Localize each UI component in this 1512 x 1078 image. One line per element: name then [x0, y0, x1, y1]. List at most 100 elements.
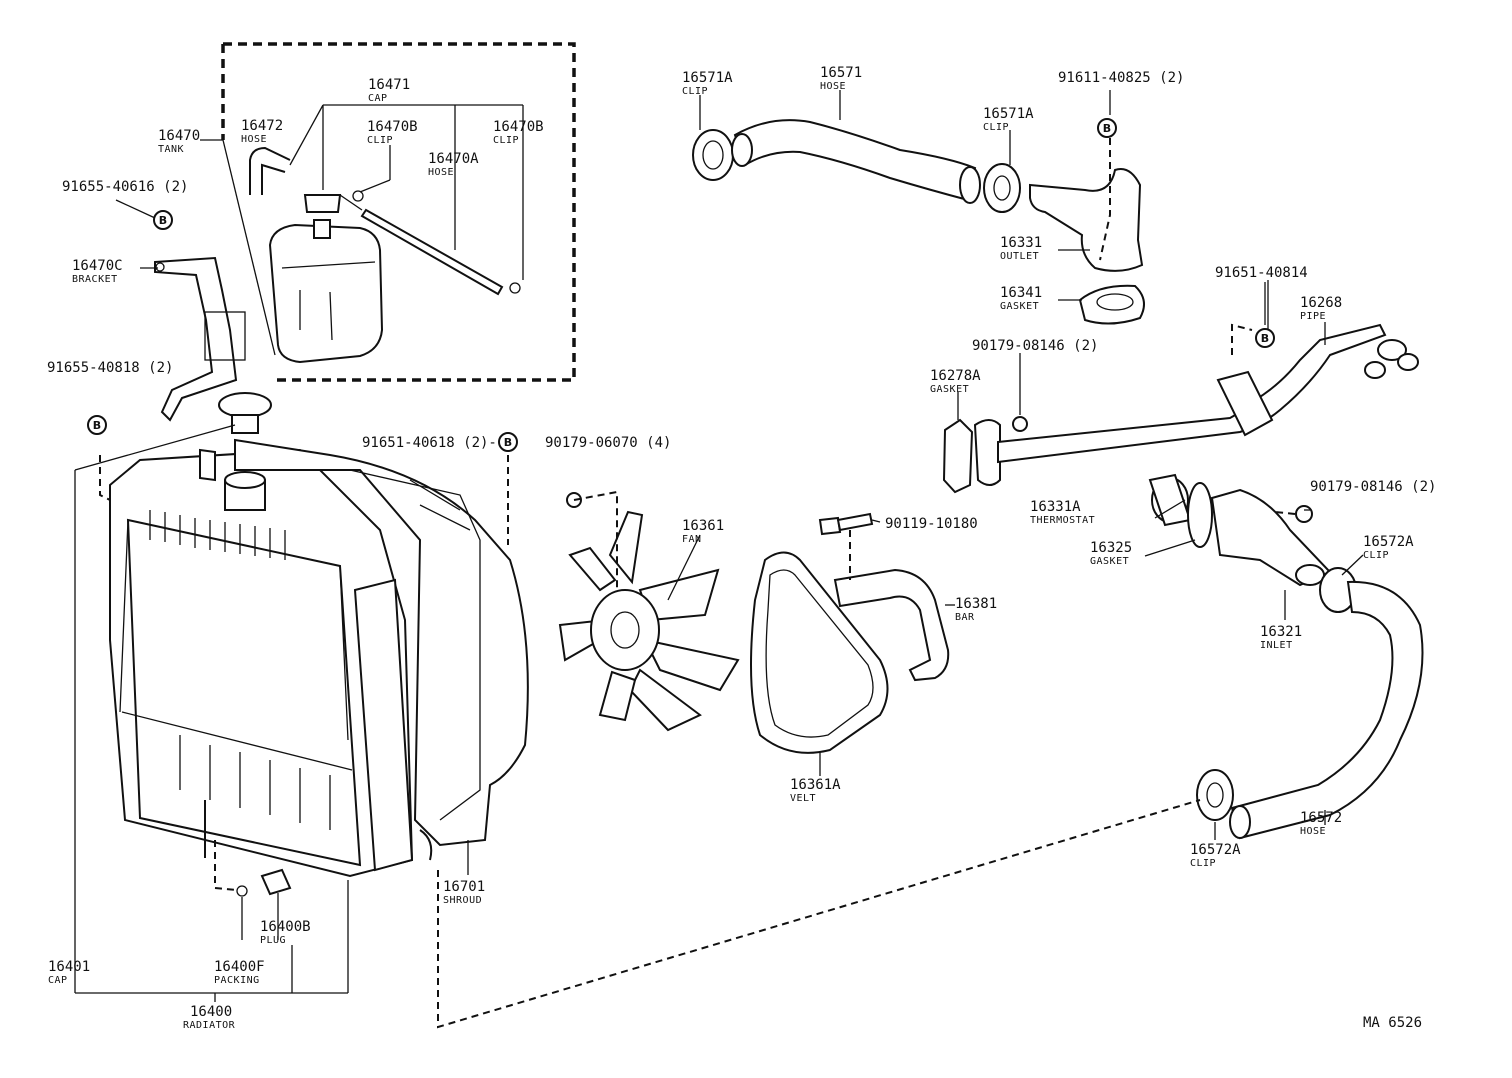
- svg-text:16470C: 16470C: [72, 258, 123, 274]
- svg-text:16400F: 16400F: [214, 959, 265, 975]
- fastener-90179-06070: 90179-06070 (4): [545, 435, 671, 451]
- water-pipe-group: [942, 323, 1419, 523]
- svg-text:PACKING: PACKING: [214, 975, 260, 986]
- svg-text:CLIP: CLIP: [1190, 858, 1216, 869]
- svg-text:16572A: 16572A: [1363, 534, 1414, 550]
- svg-text:HOSE: HOSE: [241, 134, 267, 145]
- svg-text:16400: 16400: [190, 1004, 232, 1020]
- svg-text:SHROUD: SHROUD: [443, 895, 482, 906]
- svg-text:16572: 16572: [1300, 810, 1342, 826]
- svg-text:CLIP: CLIP: [367, 135, 393, 146]
- svg-text:16341: 16341: [1000, 285, 1042, 301]
- v-belt: [750, 551, 889, 754]
- radiator-cap: [218, 392, 272, 434]
- fastener-91655-40616: 91655-40616 (2): [62, 179, 188, 195]
- svg-text:THERMOSTAT: THERMOSTAT: [1030, 515, 1095, 526]
- svg-text:16361A: 16361A: [790, 777, 841, 793]
- svg-text:16401: 16401: [48, 959, 90, 975]
- svg-text:B: B: [93, 419, 101, 432]
- svg-text:16470B: 16470B: [367, 119, 418, 135]
- svg-text:16325: 16325: [1090, 540, 1132, 556]
- svg-text:B: B: [504, 436, 512, 449]
- svg-text:CLIP: CLIP: [1363, 550, 1389, 561]
- b-marker: B: [1255, 328, 1275, 348]
- svg-text:16381: 16381: [955, 596, 997, 612]
- upper-hose-group: [692, 119, 1145, 325]
- svg-text:HOSE: HOSE: [820, 81, 846, 92]
- svg-text:16471: 16471: [368, 77, 410, 93]
- svg-text:RADIATOR: RADIATOR: [183, 1020, 236, 1031]
- svg-text:TANK: TANK: [158, 144, 184, 155]
- radiator: [109, 448, 433, 878]
- diagram-code: MA 6526: [1363, 1015, 1422, 1031]
- fastener-labels: 91655-40616 (2) 91655-40818 (2) 91651-40…: [47, 70, 1436, 532]
- tank-bracket: [154, 256, 246, 422]
- svg-text:CLIP: CLIP: [983, 122, 1009, 133]
- cooling-fan: [558, 492, 740, 732]
- b-marker: B: [153, 210, 173, 230]
- b-marker: B: [498, 432, 518, 452]
- fastener-91651-40618: 91651-40618 (2)-: [362, 435, 497, 451]
- svg-text:CLIP: CLIP: [682, 86, 708, 97]
- svg-text:16321: 16321: [1260, 624, 1302, 640]
- svg-text:16572A: 16572A: [1190, 842, 1241, 858]
- adjusting-bar: [818, 512, 950, 682]
- fastener-91611-40825: 91611-40825 (2): [1058, 70, 1184, 86]
- fastener-90179-08146-lower: 90179-08146 (2): [1310, 479, 1436, 495]
- svg-text:16278A: 16278A: [930, 368, 981, 384]
- reserve-tank-group: [221, 42, 576, 382]
- svg-text:16470: 16470: [158, 128, 200, 144]
- svg-text:16470B: 16470B: [493, 119, 544, 135]
- svg-text:BAR: BAR: [955, 612, 975, 623]
- fastener-90119-10180: 90119-10180: [885, 516, 978, 532]
- b-markers: B B B B B: [87, 118, 1275, 452]
- svg-text:OUTLET: OUTLET: [1000, 251, 1039, 262]
- svg-text:PLUG: PLUG: [260, 935, 286, 946]
- svg-text:HOSE: HOSE: [1300, 826, 1326, 837]
- fastener-90179-08146-upper: 90179-08146 (2): [972, 338, 1098, 354]
- fastener-91651-40814: 91651-40814: [1215, 265, 1308, 281]
- reserve-tank: [268, 223, 384, 364]
- svg-text:16470A: 16470A: [428, 151, 479, 167]
- svg-text:CAP: CAP: [368, 93, 388, 104]
- svg-text:CAP: CAP: [48, 975, 68, 986]
- svg-text:FAN: FAN: [682, 534, 702, 545]
- drain-plug: [236, 868, 292, 897]
- b-marker: B: [87, 415, 107, 435]
- svg-text:16400B: 16400B: [260, 919, 311, 935]
- svg-text:16331: 16331: [1000, 235, 1042, 251]
- svg-text:CLIP: CLIP: [493, 135, 519, 146]
- fan-shroud: [234, 438, 529, 847]
- svg-text:PIPE: PIPE: [1300, 311, 1326, 322]
- svg-text:INLET: INLET: [1260, 640, 1293, 651]
- svg-text:GASKET: GASKET: [930, 384, 969, 395]
- svg-text:BRACKET: BRACKET: [72, 274, 118, 285]
- b-marker: B: [1097, 118, 1117, 138]
- svg-text:16361: 16361: [682, 518, 724, 534]
- svg-text:HOSE: HOSE: [428, 167, 454, 178]
- svg-text:16571A: 16571A: [983, 106, 1034, 122]
